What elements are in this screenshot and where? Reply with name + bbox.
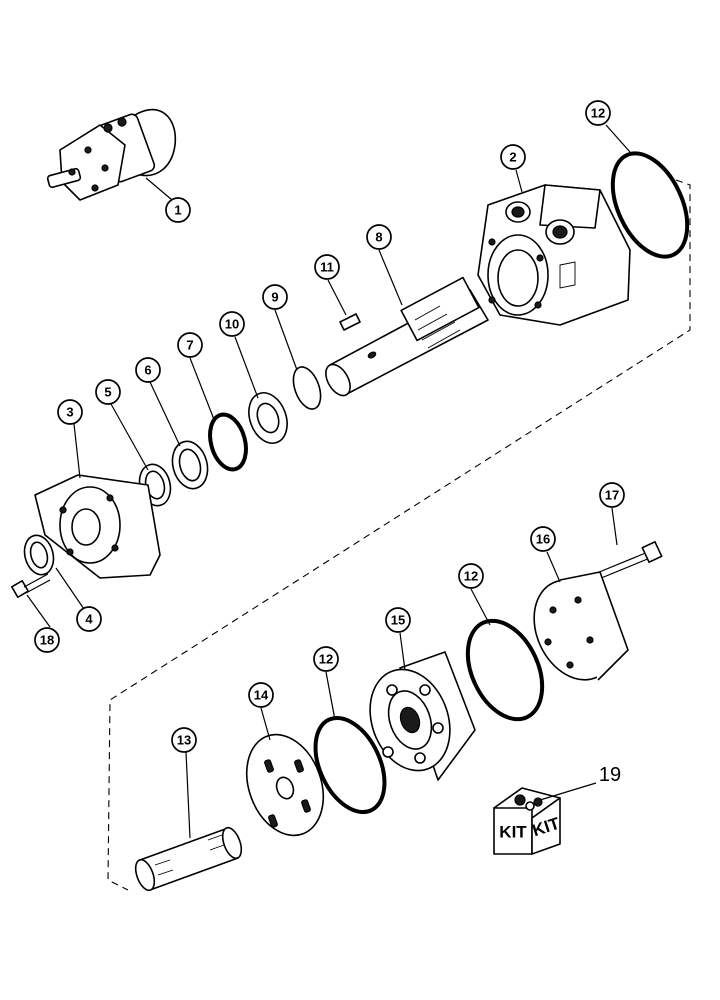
callout-label: 17	[605, 488, 619, 503]
callout-7: 7	[177, 332, 203, 358]
kit-box: KIT KIT	[493, 787, 563, 855]
callout-label: 12	[591, 106, 605, 121]
callout-14: 14	[248, 682, 274, 708]
part-4-seal	[23, 534, 55, 576]
callout-6: 6	[135, 357, 161, 383]
callout-12-middle: 12	[458, 563, 484, 589]
callout-12-top: 12	[585, 100, 611, 126]
part-9-needle-bearing	[292, 366, 322, 410]
part-12-o-ring-top	[610, 151, 690, 259]
part-11-pin	[339, 313, 361, 331]
callout-label: 12	[464, 569, 478, 584]
callout-label: 11	[320, 260, 334, 275]
callout-label: 6	[144, 363, 151, 378]
part-12-o-ring-bottom	[313, 715, 387, 815]
callout-15: 15	[385, 607, 411, 633]
callout-label: 4	[85, 612, 93, 627]
callout-11: 11	[314, 254, 340, 280]
part-8-spool	[325, 276, 489, 397]
part-6-seal	[171, 440, 209, 490]
assembly-dashed-line	[107, 179, 691, 891]
callout-label: 9	[271, 290, 278, 305]
callout-3: 3	[57, 399, 83, 425]
callout-label: 5	[104, 385, 111, 400]
callout-2: 2	[500, 144, 526, 170]
part-10-bearing-race	[248, 392, 288, 444]
part-15-gerotor	[369, 651, 476, 781]
callout-label: 7	[186, 338, 193, 353]
callout-label: 12	[319, 652, 333, 667]
callout-label: 1	[174, 203, 181, 218]
callout-4: 4	[76, 606, 102, 632]
kit-callout-19: 19	[599, 764, 621, 786]
callout-label: 16	[536, 532, 550, 547]
callout-label: 10	[225, 317, 239, 332]
callout-label: 3	[66, 405, 73, 420]
kit-label-left: KIT	[499, 823, 527, 842]
callout-label: 18	[40, 633, 54, 648]
callout-label: 13	[177, 733, 191, 748]
callout-5: 5	[95, 379, 121, 405]
callout-label: 14	[254, 688, 269, 703]
callout-17: 17	[599, 482, 625, 508]
callout-label: 2	[509, 150, 516, 165]
part-18-screw	[11, 573, 51, 598]
callout-18: 18	[34, 627, 60, 653]
part-17-bolt	[591, 540, 663, 582]
part-12-o-ring-middle	[465, 618, 545, 722]
part-7-o-ring	[208, 412, 248, 472]
callout-label: 8	[375, 230, 382, 245]
part-13-drive-shaft	[134, 826, 243, 892]
callout-8: 8	[366, 224, 392, 250]
callout-9: 9	[262, 284, 288, 310]
part-14-spacer-plate	[245, 733, 325, 837]
callout-label: 15	[391, 613, 405, 628]
part-1-steering-unit	[46, 108, 177, 201]
part-3-mounting-flange	[34, 474, 161, 579]
callout-13: 13	[171, 727, 197, 753]
callout-12-bottom: 12	[313, 646, 339, 672]
callout-16: 16	[530, 526, 556, 552]
part-2-housing	[477, 184, 631, 326]
part-16-end-cap	[533, 571, 629, 681]
callout-1: 1	[165, 197, 191, 223]
callout-10: 10	[219, 311, 245, 337]
